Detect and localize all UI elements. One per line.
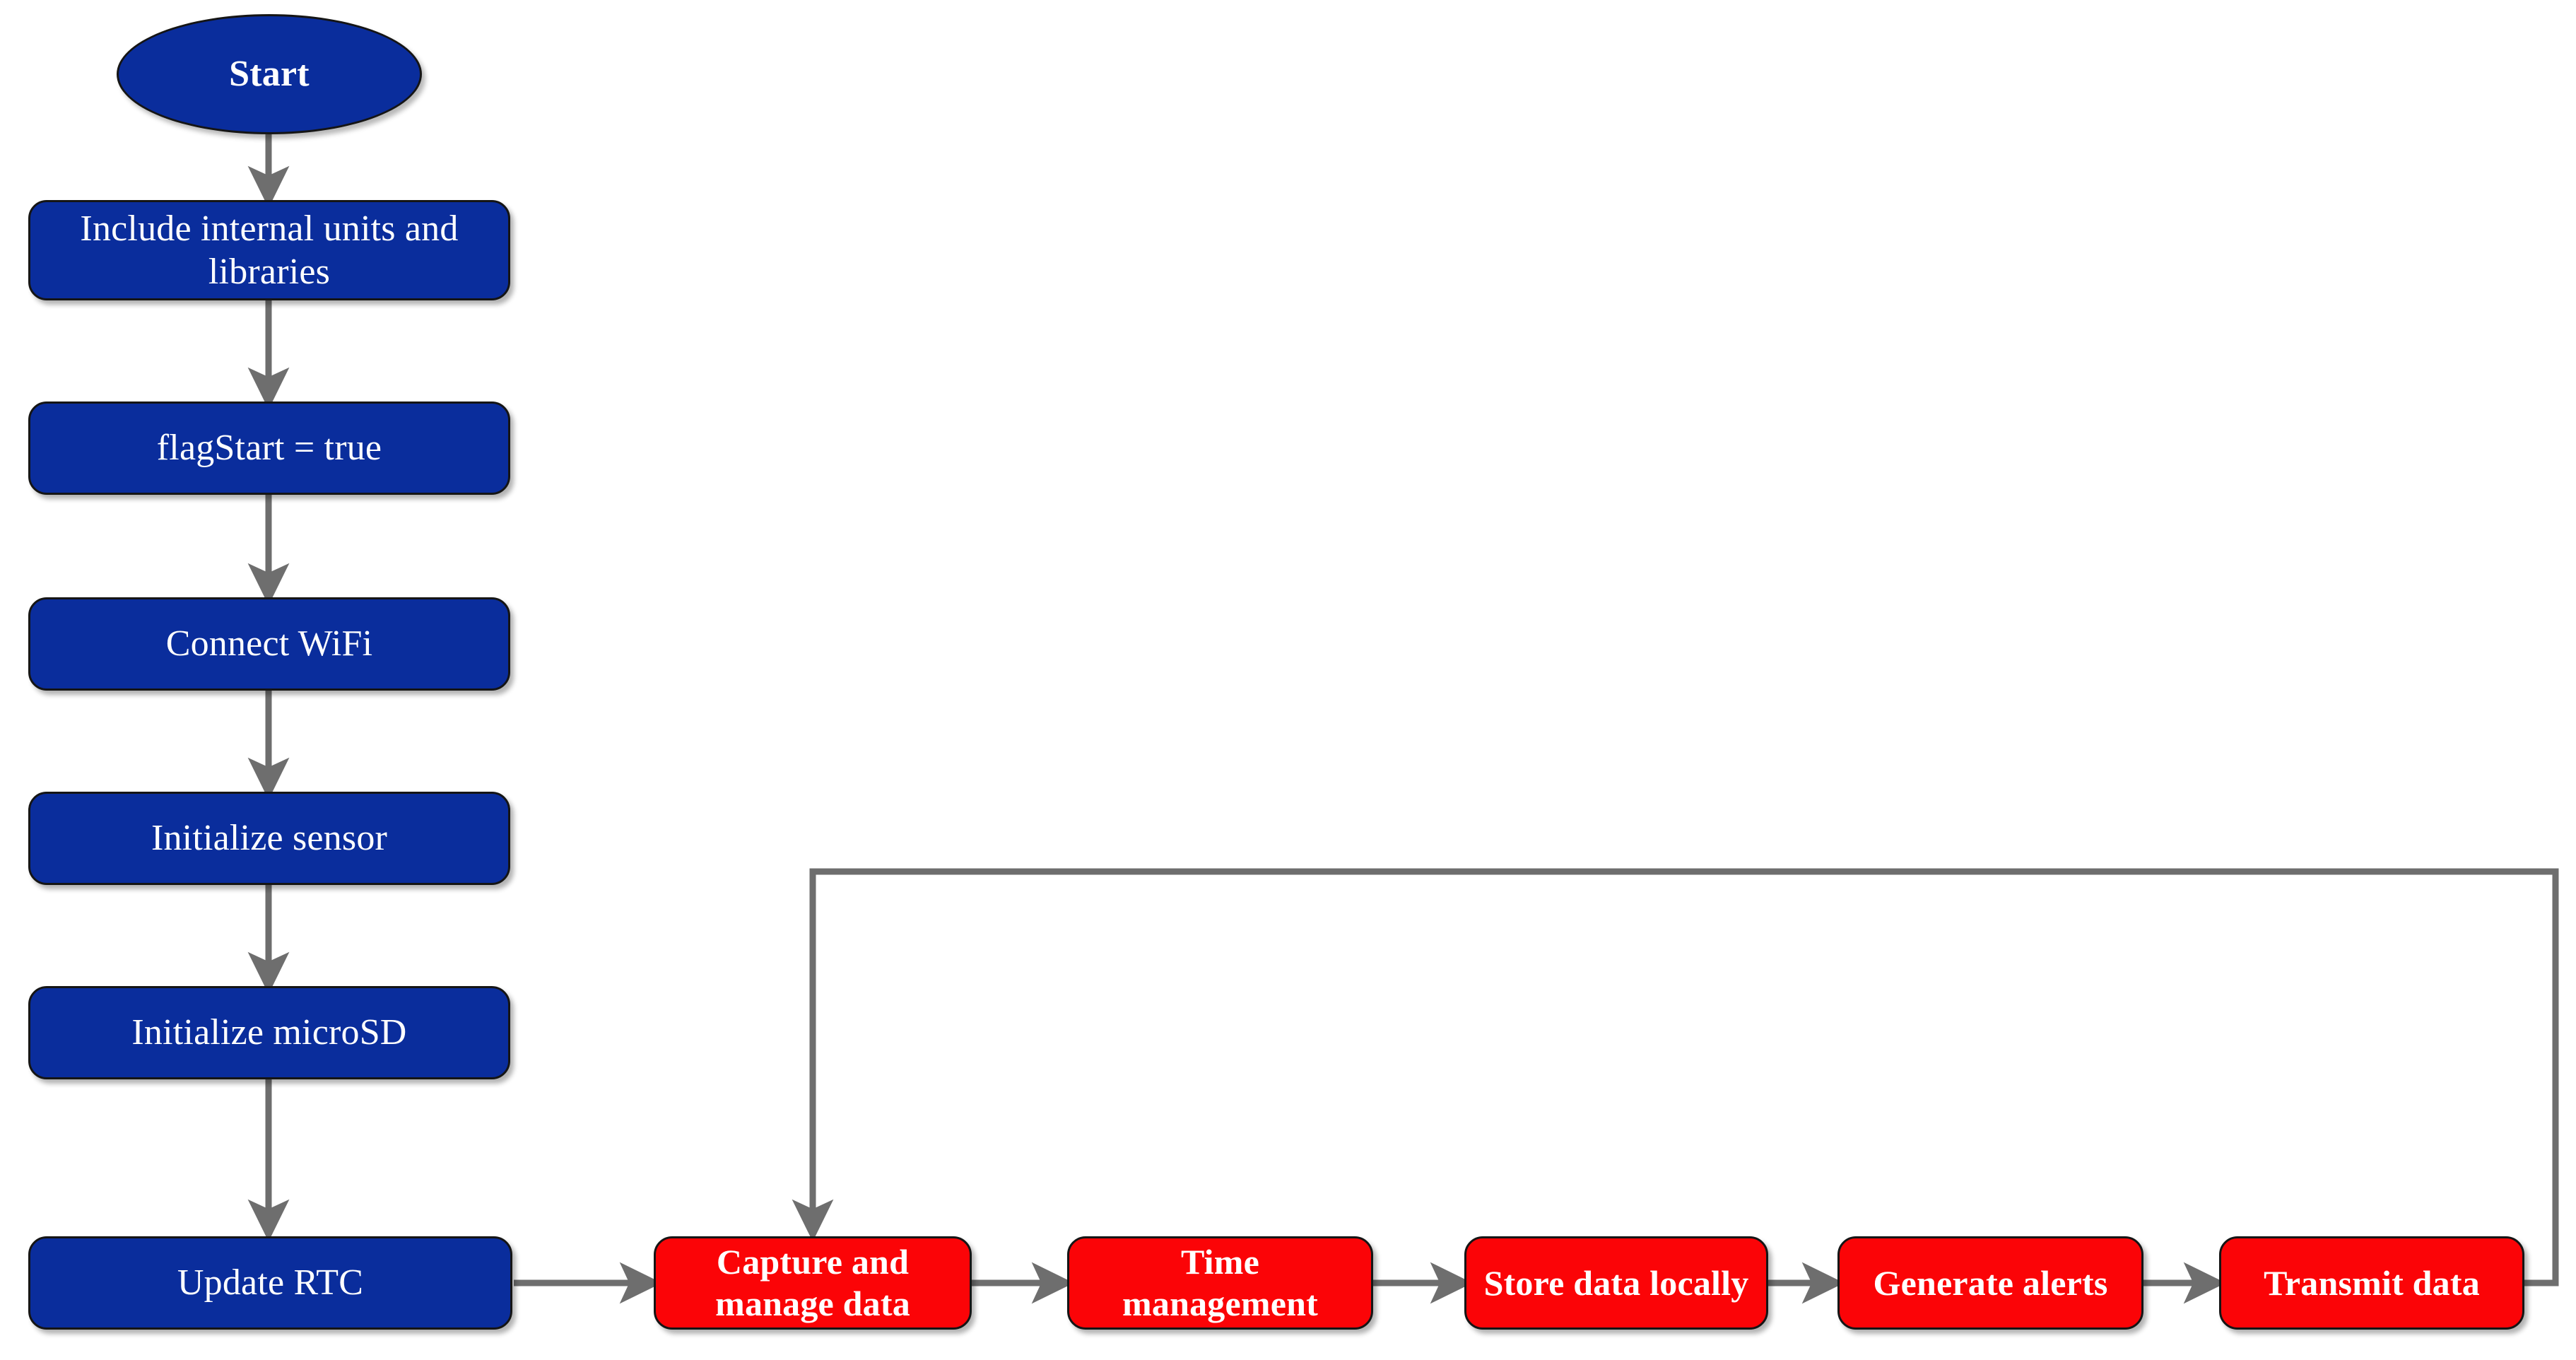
node-update-rtc[interactable]: Update RTC — [28, 1236, 512, 1330]
node-store-label: Store data locally — [1483, 1262, 1749, 1303]
node-include-label: Include internal units and libraries — [80, 208, 459, 292]
node-wifi-label: Connect WiFi — [165, 623, 373, 664]
node-rtc-label: Update RTC — [177, 1262, 364, 1303]
node-connect-wifi[interactable]: Connect WiFi — [28, 597, 510, 691]
node-initialize-microsd[interactable]: Initialize microSD — [28, 986, 510, 1079]
node-initialize-sensor[interactable]: Initialize sensor — [28, 792, 510, 885]
node-transmit-label: Transmit data — [2264, 1262, 2480, 1303]
node-start[interactable]: Start — [117, 14, 422, 134]
node-alerts-label: Generate alerts — [1873, 1262, 2108, 1303]
node-capture-label: Capture and manage data — [715, 1242, 910, 1323]
node-capture-and-manage-data[interactable]: Capture and manage data — [654, 1236, 972, 1330]
node-timemgmt-label: Time management — [1122, 1242, 1318, 1323]
node-include-internal-units-and-libraries[interactable]: Include internal units and libraries — [28, 200, 510, 300]
node-transmit-data[interactable]: Transmit data — [2219, 1236, 2524, 1330]
node-microsd-label: Initialize microSD — [131, 1012, 407, 1053]
node-generate-alerts[interactable]: Generate alerts — [1837, 1236, 2143, 1330]
node-start-label: Start — [229, 54, 310, 95]
node-sensor-label: Initialize sensor — [151, 818, 388, 859]
edge-transmit-to-capture-feedback — [792, 868, 2559, 1286]
node-store-data-locally[interactable]: Store data locally — [1464, 1236, 1768, 1330]
node-time-management[interactable]: Time management — [1067, 1236, 1373, 1330]
node-flagstart-true[interactable]: flagStart = true — [28, 401, 510, 495]
node-flagstart-label: flagStart = true — [156, 428, 382, 469]
